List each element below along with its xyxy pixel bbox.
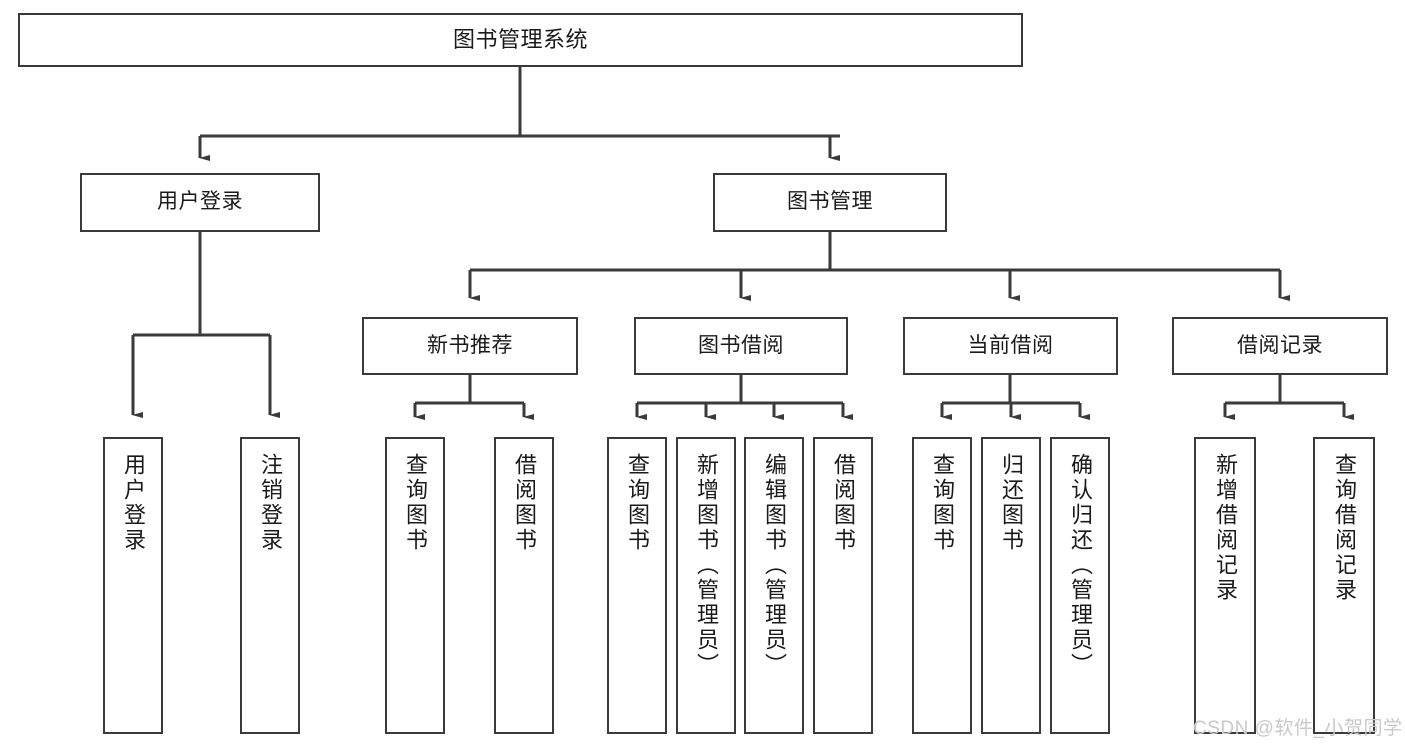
leaf-confirm-return[interactable]: 确认归还（管理员） <box>1050 437 1110 734</box>
node-label: 查询图书 <box>403 453 428 553</box>
leaf-borrow-book-1[interactable]: 借阅图书 <box>494 437 554 734</box>
node-root-system[interactable]: 图书管理系统 <box>18 13 1023 67</box>
node-label: 查询图书 <box>930 453 955 553</box>
node-label: 借阅图书 <box>512 453 537 553</box>
node-book-manage[interactable]: 图书管理 <box>713 173 947 232</box>
node-label: 确认归还（管理员） <box>1068 453 1093 678</box>
node-label: 借阅记录 <box>1237 333 1323 357</box>
leaf-query-record[interactable]: 查询借阅记录 <box>1313 437 1375 734</box>
leaf-add-record[interactable]: 新增借阅记录 <box>1194 437 1256 734</box>
node-label: 用户登录 <box>157 190 243 214</box>
node-label: 用户登录 <box>121 453 146 553</box>
node-label: 新增借阅记录 <box>1213 453 1238 603</box>
node-label: 新书推荐 <box>427 333 513 357</box>
node-label: 图书管理系统 <box>452 27 588 53</box>
leaf-query-book-3[interactable]: 查询图书 <box>912 437 972 734</box>
leaf-return-book[interactable]: 归还图书 <box>981 437 1041 734</box>
leaf-edit-book[interactable]: 编辑图书（管理员） <box>744 437 804 734</box>
node-current-borrow[interactable]: 当前借阅 <box>903 317 1118 375</box>
leaf-borrow-book-2[interactable]: 借阅图书 <box>813 437 873 734</box>
node-label: 编辑图书（管理员） <box>762 453 787 678</box>
leaf-user-login[interactable]: 用户登录 <box>103 437 163 734</box>
node-label: 注销登录 <box>258 453 283 553</box>
node-user-login[interactable]: 用户登录 <box>80 173 320 232</box>
leaf-logout[interactable]: 注销登录 <box>240 437 300 734</box>
csdn-watermark: CSDN @软件_小贺同学 <box>1193 718 1403 739</box>
node-book-borrow[interactable]: 图书借阅 <box>634 317 848 375</box>
node-label: 图书借阅 <box>698 333 784 357</box>
node-label: 归还图书 <box>999 453 1024 553</box>
node-label: 借阅图书 <box>831 453 856 553</box>
node-label: 新增图书（管理员） <box>694 453 719 678</box>
node-new-book-recommend[interactable]: 新书推荐 <box>362 317 578 375</box>
node-label: 查询借阅记录 <box>1332 453 1357 603</box>
node-label: 查询图书 <box>625 453 650 553</box>
leaf-query-book-1[interactable]: 查询图书 <box>385 437 445 734</box>
node-borrow-record[interactable]: 借阅记录 <box>1172 317 1388 375</box>
node-label: 图书管理 <box>787 190 873 214</box>
leaf-query-book-2[interactable]: 查询图书 <box>607 437 667 734</box>
node-label: 当前借阅 <box>967 333 1054 357</box>
leaf-add-book[interactable]: 新增图书（管理员） <box>676 437 736 734</box>
